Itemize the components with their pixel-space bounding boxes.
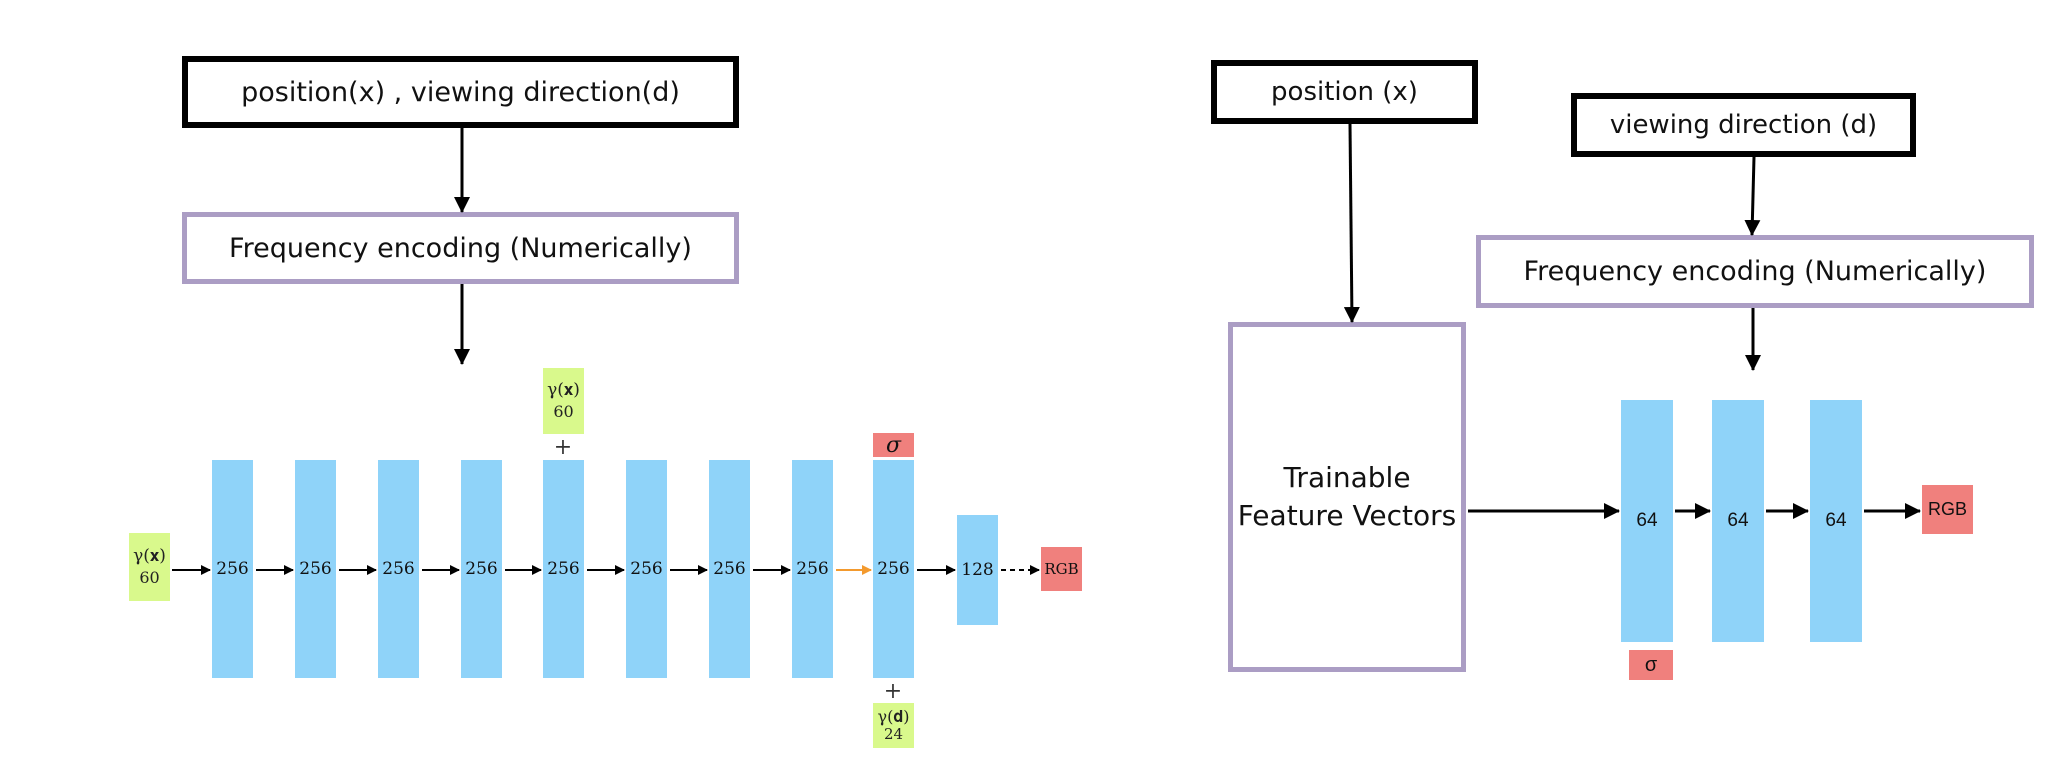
input-encoding-block: γ(𝐱) 60 xyxy=(129,533,170,601)
right-rgb-output: RGB xyxy=(1922,485,1973,534)
skip-encoding-symbol: γ(𝐱) xyxy=(547,380,580,401)
left-layer-label: 128 xyxy=(961,560,994,580)
arrow-direction-to-encoding xyxy=(1744,156,1761,236)
feature-label-line2: Feature Vectors xyxy=(1237,499,1457,532)
left-layer-2: 256 xyxy=(295,460,336,678)
right-position-box: position (x) xyxy=(1211,60,1478,124)
dir-encoding-symbol: γ(𝐝) xyxy=(877,707,910,727)
left-layer-5: 256 xyxy=(543,460,584,678)
left-layer-label: 256 xyxy=(299,559,332,579)
right-layer-label: 64 xyxy=(1727,510,1749,531)
left-layer-label: 256 xyxy=(382,559,415,579)
left-input-label: position(x) , viewing direction(d) xyxy=(241,76,680,108)
left-rgb-label: RGB xyxy=(1044,560,1079,578)
right-sigma-output: σ xyxy=(1629,650,1673,680)
left-layer-label: 256 xyxy=(465,559,498,579)
skip-encoding-dim: 60 xyxy=(553,401,574,421)
dir-plus-sign: + xyxy=(883,678,903,704)
arrow-position-to-features xyxy=(1343,123,1360,323)
input-encoding-dim: 60 xyxy=(139,567,160,587)
left-layer-3: 256 xyxy=(378,460,419,678)
right-layer-1: 64 xyxy=(1621,400,1673,642)
dir-encoding-dim: 24 xyxy=(883,725,904,744)
left-layer-label: 256 xyxy=(630,559,663,579)
right-sigma-label: σ xyxy=(1644,653,1658,676)
left-layer-7: 256 xyxy=(709,460,750,678)
left-layer-4: 256 xyxy=(461,460,502,678)
right-rgb-label: RGB xyxy=(1927,499,1967,519)
right-encoding-label: Frequency encoding (Numerically) xyxy=(1523,256,1987,287)
left-input-box: position(x) , viewing direction(d) xyxy=(182,56,739,128)
left-rgb-output: RGB xyxy=(1041,547,1082,591)
left-layer-label: 256 xyxy=(547,559,580,579)
left-layer-1: 256 xyxy=(212,460,253,678)
right-layer-label: 64 xyxy=(1636,510,1658,531)
right-position-label: position (x) xyxy=(1271,77,1418,107)
left-layer-8: 256 xyxy=(792,460,833,678)
right-encoding-box: Frequency encoding (Numerically) xyxy=(1476,235,2034,308)
left-layer-label: 256 xyxy=(796,559,829,579)
left-layer-9: 256 xyxy=(873,460,914,678)
input-encoding-symbol: γ(𝐱) xyxy=(133,546,166,567)
left-layer-label: 256 xyxy=(216,559,249,579)
right-direction-label: viewing direction (d) xyxy=(1609,110,1878,140)
right-direction-box: viewing direction (d) xyxy=(1571,93,1916,157)
right-layer-3: 64 xyxy=(1810,400,1862,642)
left-layer-label: 256 xyxy=(713,559,746,579)
skip-encoding-block: γ(𝐱) 60 xyxy=(543,368,584,434)
left-encoding-label: Frequency encoding (Numerically) xyxy=(229,232,692,264)
left-encoding-box: Frequency encoding (Numerically) xyxy=(182,212,739,284)
left-layer-label: 256 xyxy=(877,559,910,579)
dir-encoding-block: γ(𝐝) 24 xyxy=(873,703,914,748)
left-sigma-output: σ xyxy=(873,432,914,458)
left-layer-10: 128 xyxy=(957,515,998,625)
skip-plus-sign: + xyxy=(553,434,573,460)
right-layer-label: 64 xyxy=(1825,510,1847,531)
left-layer-6: 256 xyxy=(626,460,667,678)
trainable-feature-vectors-box: Trainable Feature Vectors xyxy=(1228,322,1466,672)
left-sigma-label: σ xyxy=(885,432,902,458)
feature-label-line1: Trainable xyxy=(1283,461,1411,495)
right-layer-2: 64 xyxy=(1712,400,1764,642)
